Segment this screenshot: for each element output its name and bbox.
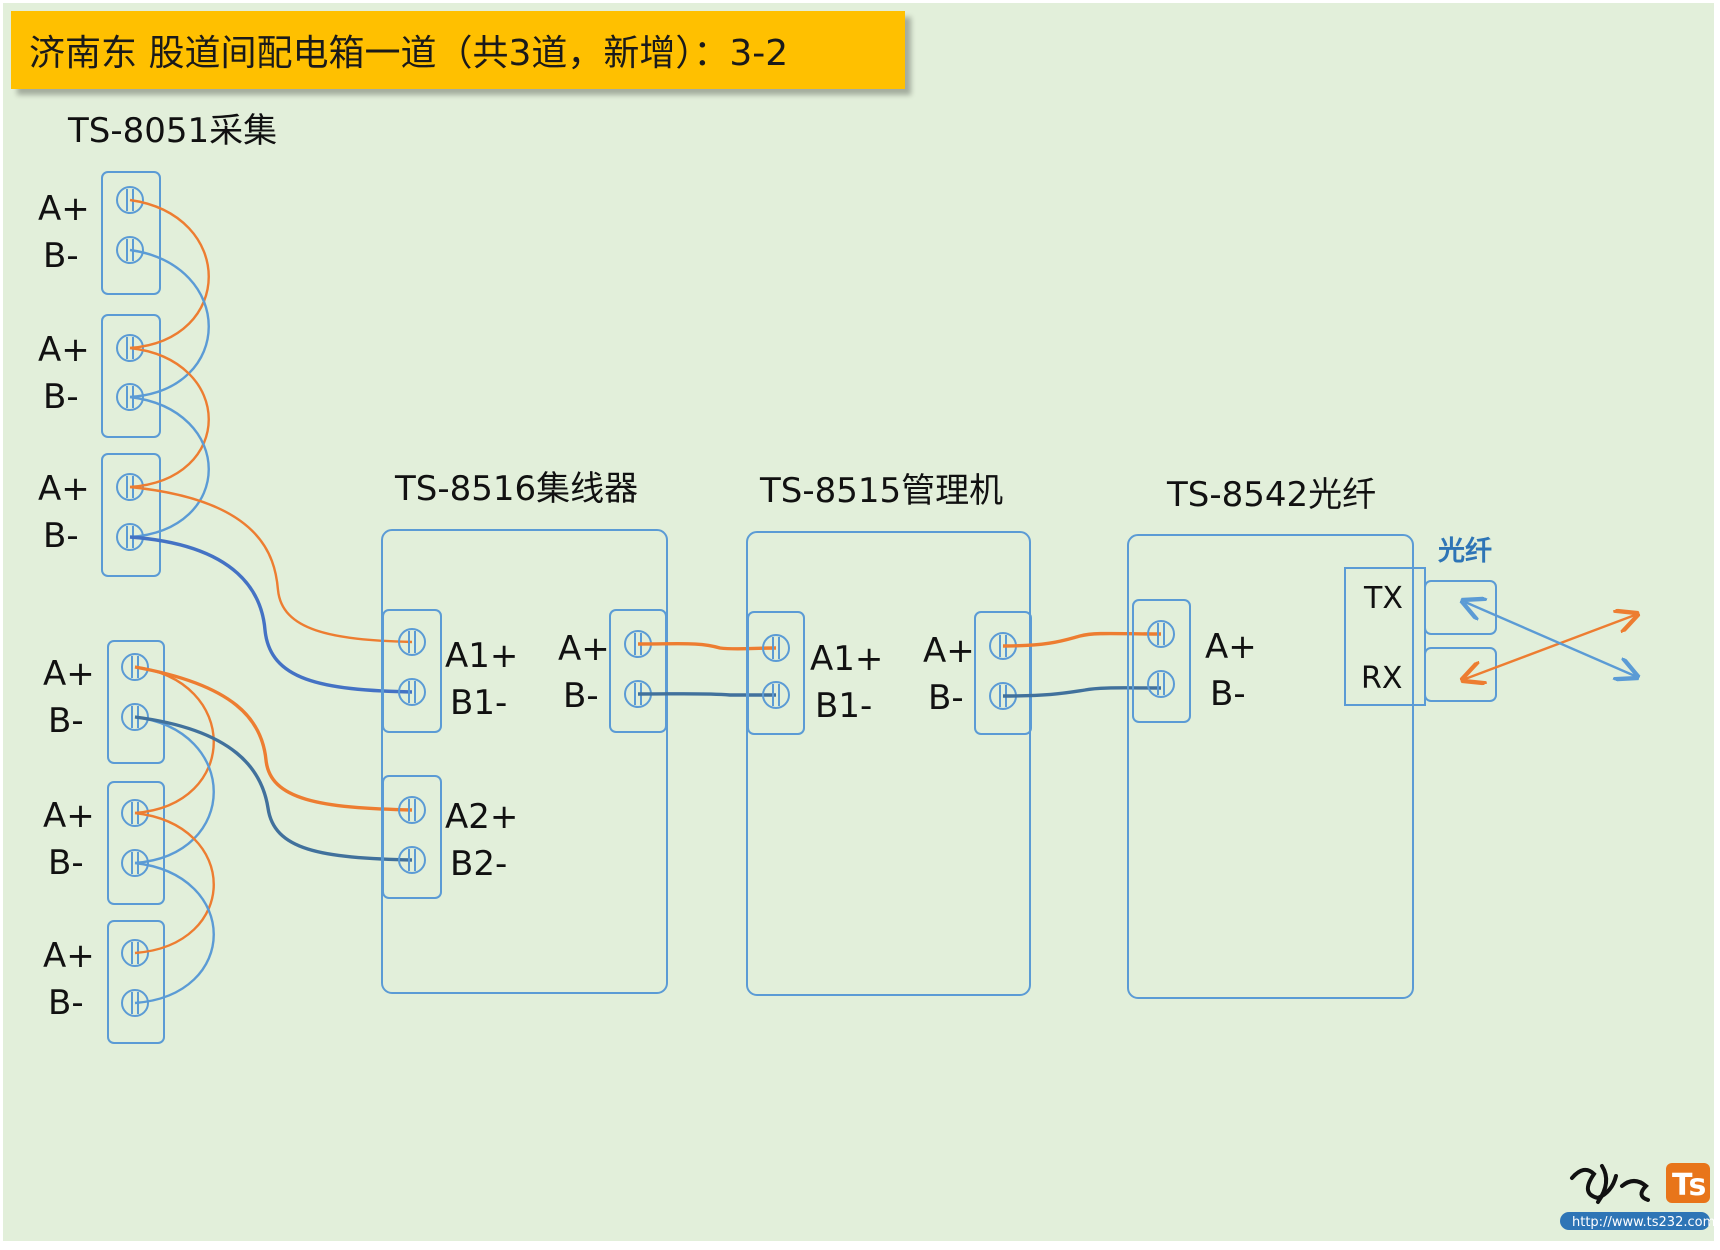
- tx-label: TX: [1363, 581, 1403, 616]
- manager-device: [746, 531, 1032, 996]
- collector-module: [107, 781, 165, 905]
- collector-module: [101, 171, 161, 295]
- watermark-logo: Ts http://www.ts232.com: [1560, 1163, 1715, 1230]
- terminal-label-b: B-: [48, 701, 84, 741]
- collector-module: [101, 453, 161, 577]
- manager-port-left: [747, 611, 805, 735]
- collector-module: [101, 314, 161, 438]
- terminal-label-a: A+: [38, 469, 90, 509]
- manager-right-label-a: A+: [923, 631, 975, 671]
- terminal-label-b: B-: [43, 236, 79, 276]
- hub-to-manager-wires: [637, 641, 777, 697]
- hub-label-b2: B2-: [450, 844, 507, 884]
- collector-module: [107, 920, 165, 1044]
- hub-device: [381, 529, 668, 994]
- manager-label-b1: B1-: [815, 686, 872, 726]
- calligraphy-mark: [1570, 1164, 1650, 1204]
- hub-uplink-label-b: B-: [563, 676, 599, 716]
- hub-box: [381, 529, 668, 994]
- rx-label: RX: [1361, 661, 1402, 696]
- page-title-text: 济南东 股道间配电箱一道（共3道，新增）：3-2: [29, 33, 789, 74]
- terminal-label-a: A+: [43, 936, 95, 976]
- diagram-background: [3, 3, 1714, 1241]
- fiber-cross-arrows: [1465, 602, 1635, 679]
- manager-box: [746, 531, 1031, 996]
- terminal-label-a: A+: [43, 654, 95, 694]
- manager-port-right: [974, 611, 1032, 735]
- hub-uplink-label-a: A+: [558, 629, 610, 669]
- fiber-label-b: B-: [1210, 674, 1246, 714]
- terminal-label-b: B-: [43, 516, 79, 556]
- collector-module: [107, 640, 165, 764]
- collector-group-2: [107, 640, 165, 1044]
- daisy-chain-wires-1: [129, 198, 210, 539]
- rx-arrow: [1465, 602, 1635, 676]
- fiber-port: [1132, 599, 1191, 723]
- manager-to-fiber-wires: [1002, 631, 1162, 698]
- collector-label: TS-8051采集: [67, 111, 277, 151]
- fiber-device-label: TS-8542光纤: [1166, 475, 1376, 515]
- fiber-link-label: 光纤: [1437, 536, 1492, 567]
- terminal-label-b: B-: [48, 983, 84, 1023]
- terminal-label-a: A+: [38, 330, 90, 370]
- hub-label-b1: B1-: [450, 683, 507, 723]
- manager-right-label-b: B-: [928, 678, 964, 718]
- page-title: 济南东 股道间配电箱一道（共3道，新增）：3-2: [11, 11, 905, 89]
- terminal-label-a: A+: [43, 796, 95, 836]
- trunk-wires: [129, 485, 413, 862]
- terminal-label-a: A+: [38, 189, 90, 229]
- hub-label-a2: A2+: [445, 797, 518, 837]
- fiber-optic-module: [1344, 567, 1426, 706]
- ts-badge: [1666, 1163, 1710, 1203]
- fiber-box: [1127, 534, 1414, 999]
- daisy-chain-wires-2: [134, 665, 215, 1005]
- terminal-label-b: B-: [48, 843, 84, 883]
- manager-label-a1: A1+: [810, 639, 883, 679]
- watermark-url: http://www.ts232.com: [1572, 1215, 1715, 1230]
- hub-port-1: [382, 609, 442, 733]
- ts-badge-text: Ts: [1672, 1168, 1706, 1203]
- terminal-label-b: B-: [43, 377, 79, 417]
- manager-label: TS-8515管理机: [759, 471, 1003, 511]
- hub-label: TS-8516集线器: [394, 469, 638, 509]
- hub-uplink-port: [609, 609, 667, 733]
- collector-group-1: [101, 171, 161, 577]
- watermark-url-bar: [1560, 1212, 1710, 1230]
- hub-port-2: [382, 775, 442, 899]
- fiber-label-a: A+: [1205, 627, 1257, 667]
- hub-label-a1: A1+: [445, 636, 518, 676]
